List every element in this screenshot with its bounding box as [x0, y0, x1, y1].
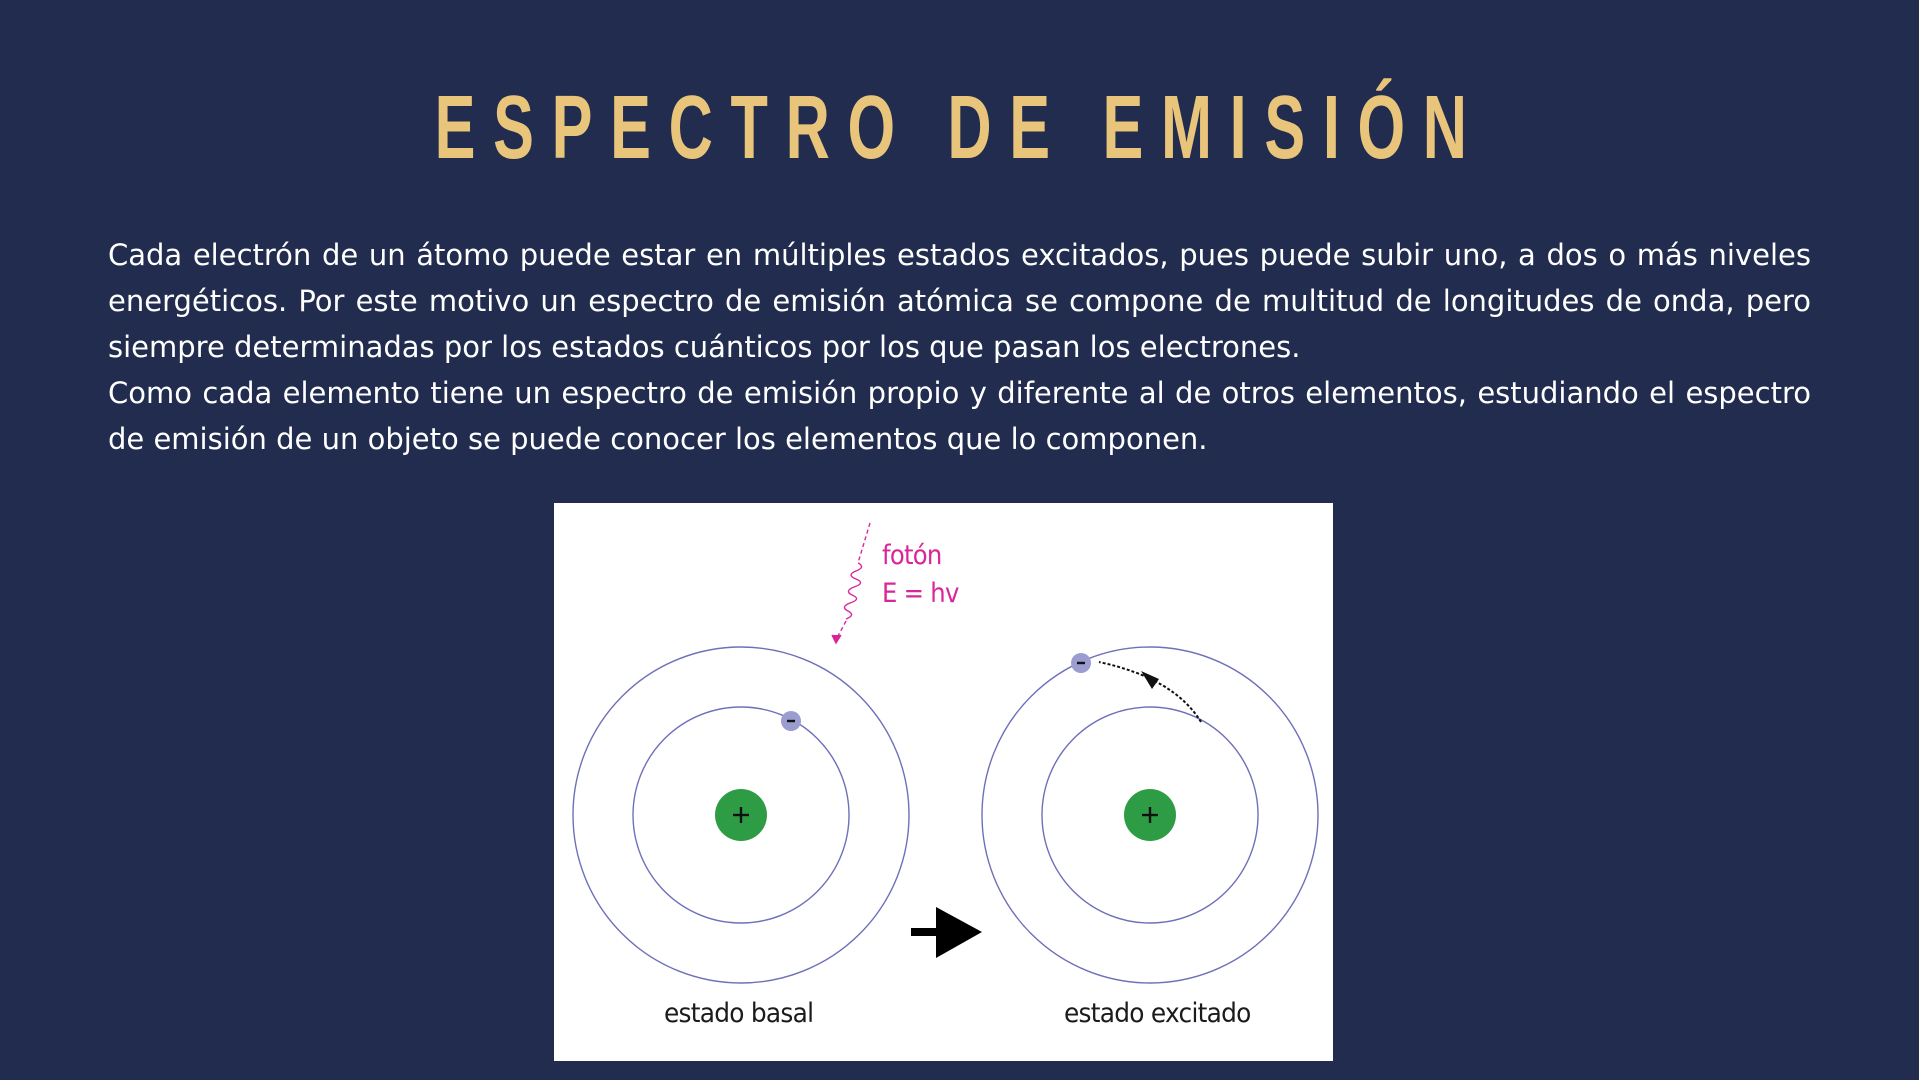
slide-title: ESPECTRO DE EMISIÓN: [434, 78, 1485, 178]
inner-orbit: [1041, 706, 1259, 924]
atom-excitation-diagram: fotón E = hv estado basal estado excitad…: [554, 503, 1333, 1061]
plus-icon: [733, 807, 749, 823]
transition-path: [1098, 661, 1202, 723]
outer-orbit: [572, 646, 910, 984]
outer-orbit: [981, 646, 1319, 984]
body-text: Cada electrón de un átomo puede estar en…: [108, 232, 1811, 462]
inner-orbit: [632, 706, 850, 924]
arrow-right-icon: [911, 907, 982, 958]
paragraph-2: Como cada elemento tiene un espectro de …: [108, 376, 1811, 456]
photon-name: fotón: [882, 540, 942, 571]
transition-arrowhead-icon: [1141, 671, 1159, 689]
ground-state-atom: [572, 646, 910, 984]
plus-icon: [1142, 807, 1158, 823]
photon-label: fotón E = hv: [882, 537, 959, 613]
photon-icon: [831, 522, 871, 645]
excited-state-label: estado excitado: [1064, 998, 1251, 1029]
ground-state-label: estado basal: [664, 998, 814, 1029]
paragraph-1: Cada electrón de un átomo puede estar en…: [108, 238, 1811, 364]
excited-state-atom: [981, 646, 1319, 984]
photon-energy-formula: E = hv: [882, 578, 959, 609]
